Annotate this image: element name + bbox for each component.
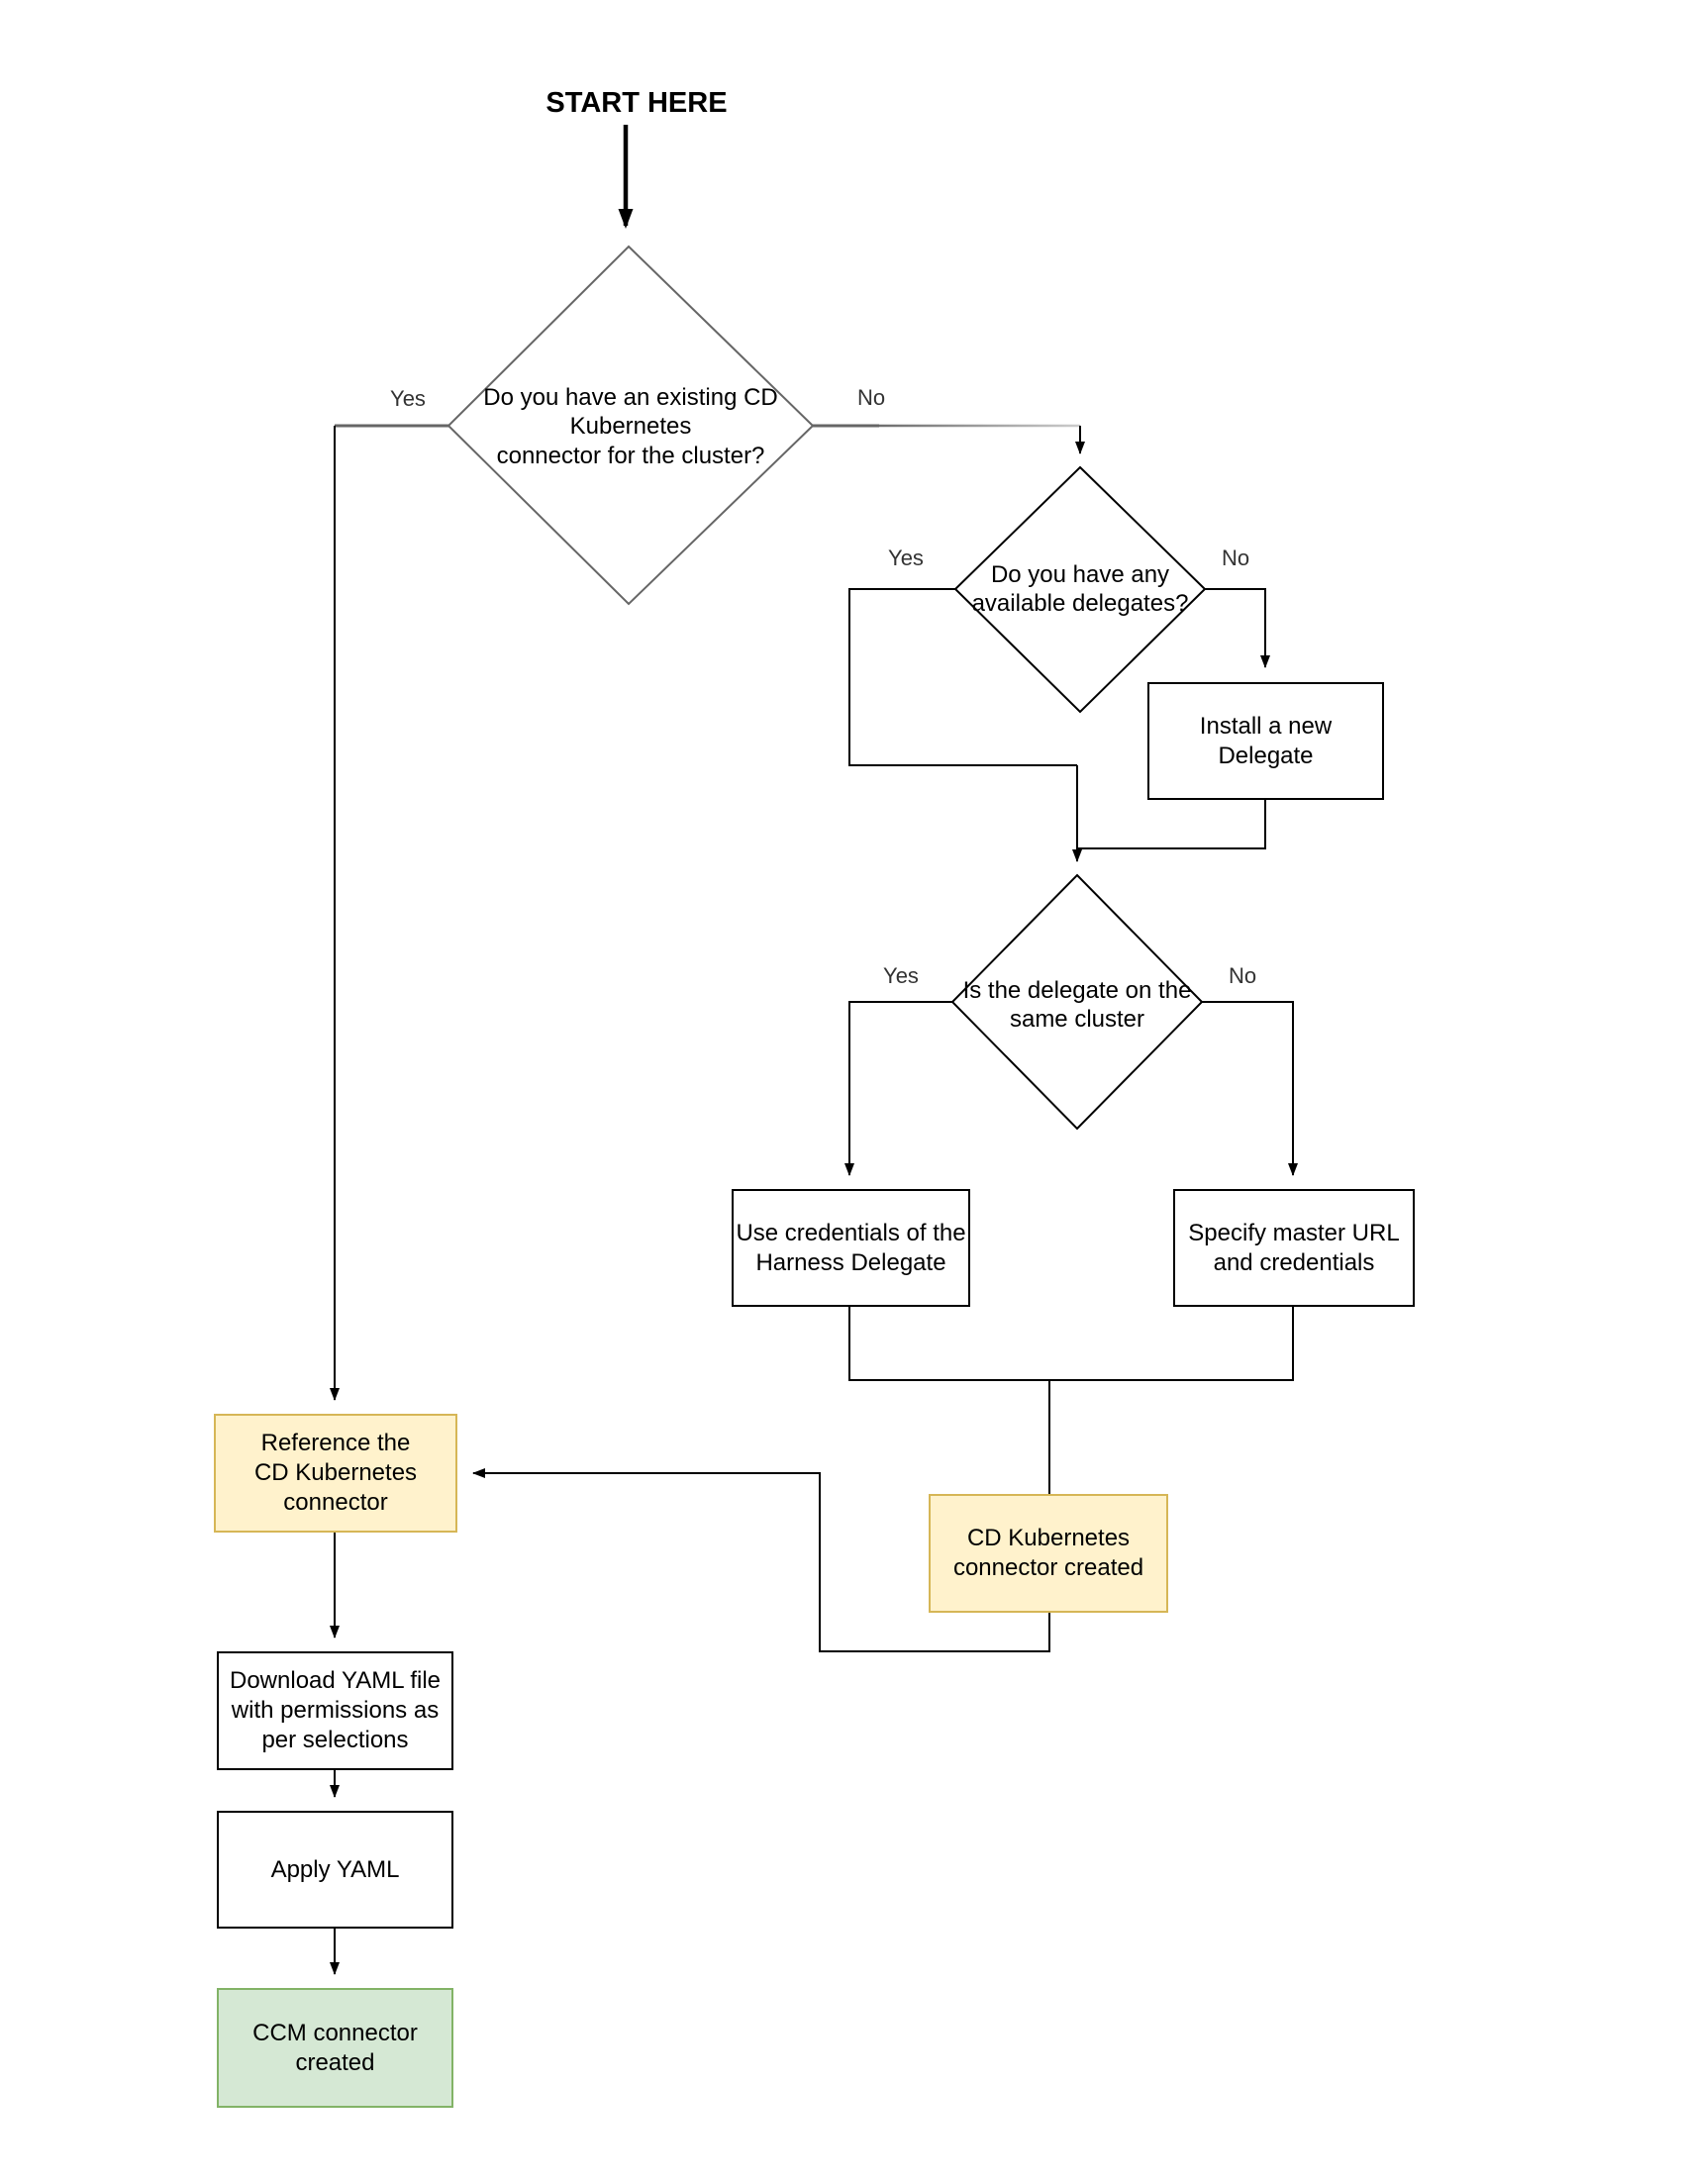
connector-same-cluster-no	[1202, 1001, 1298, 1176]
apply-yaml-box: Apply YAML	[217, 1811, 453, 1929]
available-delegates-yes-label: Yes	[888, 546, 924, 570]
same-cluster-no-label: No	[1228, 963, 1257, 988]
existing-connector-no-label: No	[856, 385, 886, 410]
connector-cd-created-to-reference	[472, 1468, 1050, 1652]
ccm-connector-created-box: CCM connector created	[217, 1988, 453, 2108]
use-credentials-box: Use credentials of the Harness Delegate	[732, 1189, 970, 1307]
decision-existing-connector-label: Do you have an existing CD Kubernetes co…	[483, 384, 778, 469]
reference-connector-box: Reference the CD Kubernetes connector	[214, 1414, 457, 1533]
decision-same-cluster-shape	[950, 873, 1204, 1131]
download-yaml-box: Download YAML file with permissions as p…	[217, 1651, 453, 1770]
connector-delegates-no-to-install	[1205, 588, 1270, 668]
cd-connector-created-box: CD Kubernetes connector created	[929, 1494, 1168, 1613]
connector-delegates-yes	[848, 588, 1077, 766]
decision-available-delegates-label: Do you have any available delegates?	[971, 560, 1189, 617]
connector-install-out	[1077, 800, 1266, 849]
specify-master-url-box: Specify master URL and credentials	[1173, 1189, 1415, 1307]
connector-same-cluster-yes	[844, 1001, 952, 1176]
decision-same-cluster-label: Is the delegate on the same cluster	[962, 976, 1192, 1033]
existing-connector-yes-label: Yes	[390, 386, 426, 411]
same-cluster-yes-label: Yes	[883, 963, 919, 988]
decision-available-delegates-shape	[953, 465, 1207, 714]
connector-credentials-merge	[848, 1307, 1294, 1381]
available-delegates-no-label: No	[1221, 546, 1250, 570]
decision-existing-connector-shape	[446, 245, 815, 606]
install-delegate-box: Install a new Delegate	[1147, 682, 1384, 800]
start-here-title: START HERE	[545, 87, 728, 119]
